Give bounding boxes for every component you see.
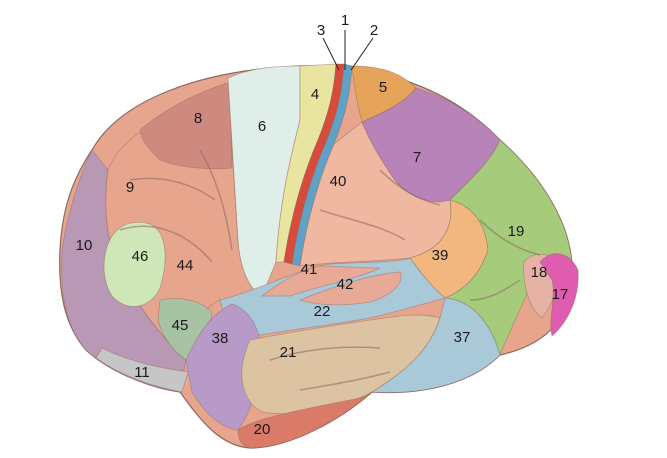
region-area-20 [237,391,373,449]
area-label-20: 20 [254,421,271,438]
area-label-22: 22 [314,303,331,320]
area-label-46: 46 [132,248,149,265]
area-label-44: 44 [177,257,194,274]
area-label-1: 1 [341,12,349,29]
area-label-39: 39 [432,247,449,264]
sulci-lines [119,149,541,391]
region-area-8 [139,81,233,170]
area-label-45: 45 [172,317,189,334]
area-label-18: 18 [531,264,548,281]
region-area-37 [370,297,501,393]
area-label-10: 10 [76,237,93,254]
area-label-4: 4 [311,86,319,103]
area-label-38: 38 [212,330,229,347]
area-label-3: 3 [317,22,325,39]
region-area-46 [103,221,166,307]
area-label-9: 9 [126,179,134,196]
pointer-line-3 [322,37,340,71]
area-label-19: 19 [508,223,525,240]
area-label-7: 7 [413,149,421,166]
pointer-line-2 [350,37,374,71]
area-label-42: 42 [337,276,354,293]
area-label-41: 41 [301,261,318,278]
area-label-2: 2 [370,22,378,39]
area-label-5: 5 [379,79,387,96]
region-area-42 [298,271,402,306]
area-label-8: 8 [194,110,202,127]
area-label-11: 11 [134,364,150,381]
area-label-40: 40 [330,173,347,190]
area-label-17: 17 [552,286,569,303]
region-area-17 [539,253,579,337]
area-label-37: 37 [454,329,471,346]
region-area-41 [260,265,381,297]
area-label-6: 6 [258,118,266,135]
area-label-21: 21 [280,344,297,361]
